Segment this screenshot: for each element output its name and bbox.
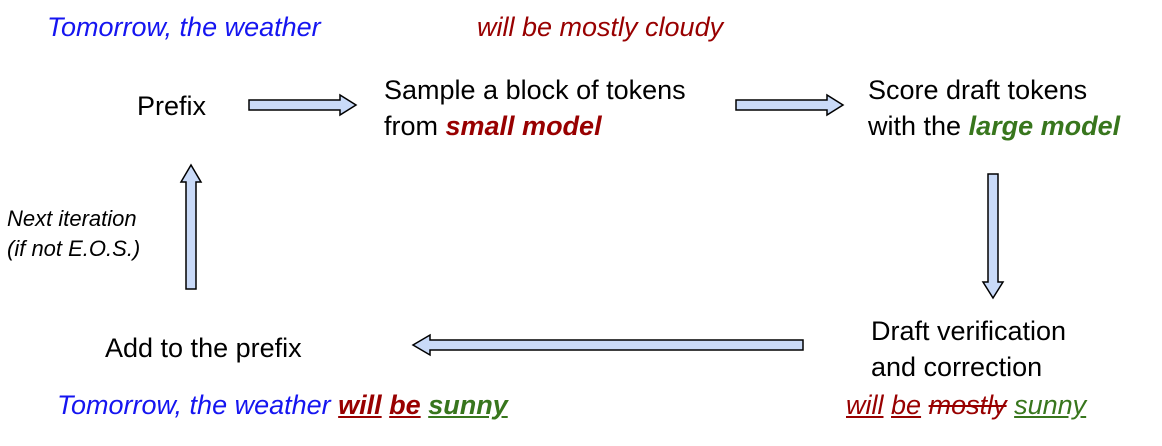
sample-step-line2: from small model — [384, 108, 686, 144]
result-token-be: be — [389, 390, 421, 420]
verify-step-line2: and correction — [871, 352, 1043, 382]
rejected-token-mostly: mostly — [928, 390, 1007, 420]
bottom-result: Tomorrow, the weather will be sunny — [57, 390, 508, 421]
verification-tokens: will be mostly sunny — [846, 390, 1086, 421]
small-model-label: small model — [445, 111, 602, 141]
score-step-with: with the — [868, 111, 969, 141]
loop-note-line2: (if not E.O.S.) — [7, 236, 141, 261]
sample-step-from: from — [384, 111, 446, 141]
top-prefix-example: Tomorrow, the weather — [47, 12, 321, 42]
large-model-label: large model — [968, 111, 1121, 141]
replacement-token-sunny: sunny — [1014, 390, 1087, 420]
arrow-prefix-to-sample — [248, 93, 358, 117]
sample-step: Sample a block of tokens from small mode… — [384, 72, 686, 144]
loop-note: Next iteration (if not E.O.S.) — [7, 204, 140, 264]
top-draft-example: will be mostly cloudy — [477, 12, 724, 42]
sample-step-line1: Sample a block of tokens — [384, 75, 686, 105]
result-token-sunny: sunny — [428, 390, 508, 420]
score-step-line1: Score draft tokens — [868, 75, 1088, 105]
verify-step-line1: Draft verification — [871, 316, 1067, 346]
result-prefix: Tomorrow, the weather — [57, 390, 339, 420]
loop-note-line1: Next iteration — [7, 206, 137, 231]
score-step: Score draft tokens with the large model — [868, 72, 1120, 144]
verified-token-will: will — [846, 390, 884, 420]
arrow-verify-to-add — [411, 333, 804, 357]
verify-step: Draft verification and correction — [871, 313, 1066, 385]
arrow-score-to-verify — [981, 173, 1005, 300]
prefix-step: Prefix — [137, 91, 207, 121]
result-token-will: will — [338, 390, 382, 420]
arrow-add-to-prefix — [179, 163, 203, 290]
verified-token-be: be — [891, 390, 922, 420]
arrow-sample-to-score — [735, 93, 845, 117]
add-prefix-step: Add to the prefix — [105, 333, 302, 363]
score-step-line2: with the large model — [868, 108, 1120, 144]
